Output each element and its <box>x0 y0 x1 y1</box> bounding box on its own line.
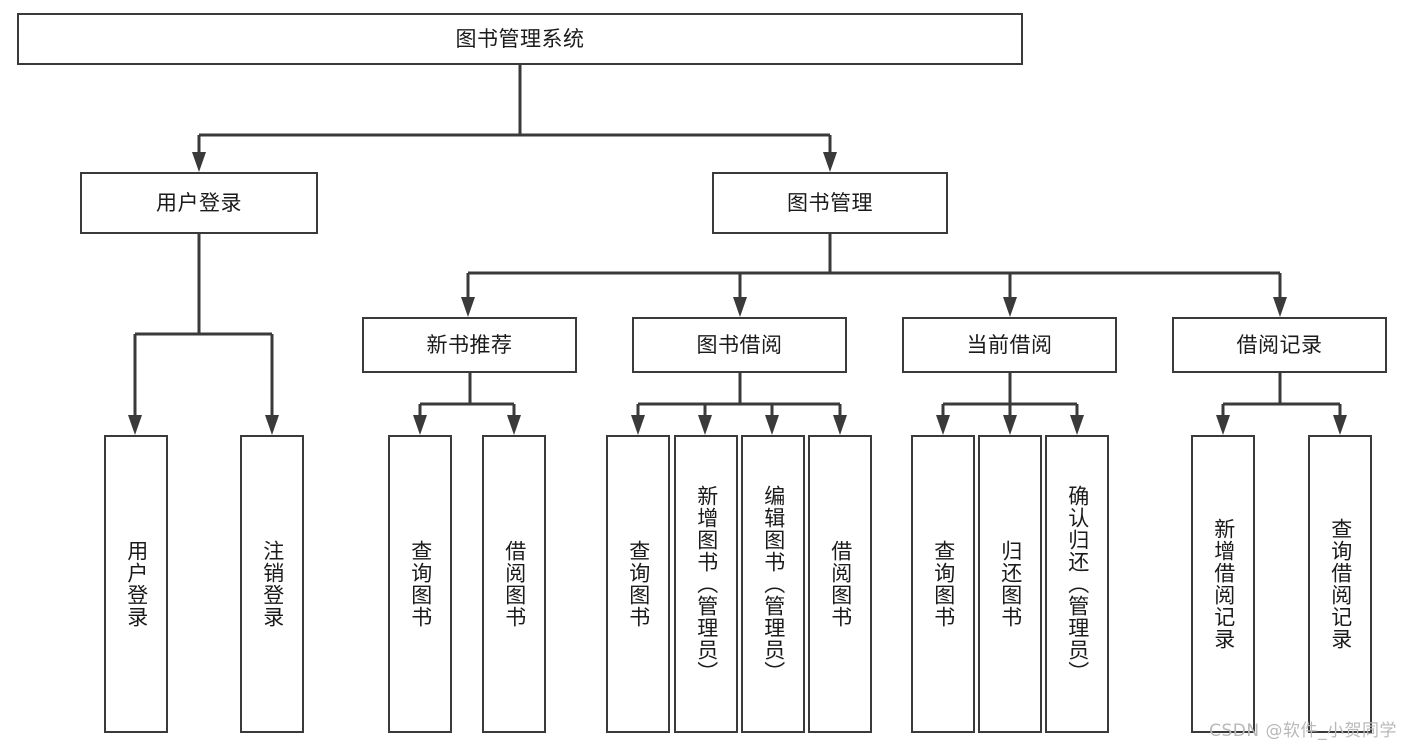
node-leaf-add-record[interactable]: 新增借阅记录 <box>1191 435 1255 733</box>
edge-borrow-record-arrow-1-head <box>1333 415 1347 435</box>
node-book-manage[interactable]: 图书管理 <box>712 172 948 234</box>
node-label: 当前借阅 <box>966 332 1053 357</box>
node-leaf-query-book-2[interactable]: 查询图书 <box>606 435 670 733</box>
node-label: 查询图书 <box>931 540 956 628</box>
edge-book-borrow-arrow-0-head <box>631 415 645 435</box>
node-leaf-query-record[interactable]: 查询借阅记录 <box>1308 435 1372 733</box>
node-new-book-recommend[interactable]: 新书推荐 <box>362 317 577 373</box>
node-root[interactable]: 图书管理系统 <box>17 13 1023 65</box>
edge-book-borrow-arrow-3-head <box>833 415 847 435</box>
node-leaf-query-book-1[interactable]: 查询图书 <box>388 435 452 733</box>
node-leaf-return-book[interactable]: 归还图书 <box>978 435 1042 733</box>
node-label: 编辑图书（管理员） <box>761 485 786 683</box>
node-label: 图书管理系统 <box>455 26 585 51</box>
node-leaf-confirm-return[interactable]: 确认归还（管理员） <box>1045 435 1109 733</box>
edge-book-borrow-arrow-2-head <box>765 415 779 435</box>
edge-userlogin-arrow-0-head <box>128 415 142 435</box>
node-label: 借阅图书 <box>502 540 527 628</box>
node-leaf-user-login[interactable]: 用户登录 <box>104 435 168 733</box>
node-label: 归还图书 <box>998 540 1023 628</box>
edge-current-borrow-arrow-0-head <box>936 415 950 435</box>
node-label: 借阅图书 <box>828 540 853 628</box>
node-leaf-edit-book[interactable]: 编辑图书（管理员） <box>741 435 805 733</box>
node-label: 新增借阅记录 <box>1211 518 1236 650</box>
edge-root-arrow-1-head <box>823 152 837 172</box>
node-label: 确认归还（管理员） <box>1065 485 1090 683</box>
node-label: 用户登录 <box>156 190 242 215</box>
node-leaf-logout[interactable]: 注销登录 <box>240 435 304 733</box>
edge-bookmanage-arrow-3-head <box>1273 297 1287 317</box>
edge-userlogin-arrow-1-head <box>265 415 279 435</box>
node-label: 借阅记录 <box>1236 332 1323 357</box>
node-label: 查询图书 <box>408 540 433 628</box>
node-leaf-borrow-book-2[interactable]: 借阅图书 <box>808 435 872 733</box>
node-user-login[interactable]: 用户登录 <box>80 172 318 234</box>
edge-new-book-recommend-arrow-0-head <box>413 415 427 435</box>
edge-book-borrow-arrow-1-head <box>698 415 712 435</box>
node-label: 查询图书 <box>626 540 651 628</box>
node-label: 注销登录 <box>260 540 285 628</box>
csdn-watermark: CSDN @软件_小贺同学 <box>1209 721 1397 741</box>
edge-new-book-recommend-arrow-1-head <box>507 415 521 435</box>
node-label: 新书推荐 <box>426 332 513 357</box>
edge-current-borrow-arrow-2-head <box>1070 415 1084 435</box>
edge-bookmanage-arrow-2-head <box>1003 297 1017 317</box>
node-label: 图书管理 <box>787 190 873 215</box>
node-label: 用户登录 <box>124 540 149 628</box>
node-borrow-record[interactable]: 借阅记录 <box>1172 317 1387 373</box>
node-label: 图书借阅 <box>696 332 783 357</box>
edge-bookmanage-arrow-0-head <box>461 297 475 317</box>
node-label: 查询借阅记录 <box>1328 518 1353 650</box>
node-label: 新增图书（管理员） <box>694 485 719 683</box>
node-book-borrow[interactable]: 图书借阅 <box>632 317 847 373</box>
edge-current-borrow-arrow-1-head <box>1003 415 1017 435</box>
node-leaf-borrow-book-1[interactable]: 借阅图书 <box>482 435 546 733</box>
node-current-borrow[interactable]: 当前借阅 <box>902 317 1117 373</box>
node-leaf-query-book-3[interactable]: 查询图书 <box>911 435 975 733</box>
node-leaf-add-book[interactable]: 新增图书（管理员） <box>674 435 738 733</box>
edge-bookmanage-arrow-1-head <box>733 297 747 317</box>
edge-borrow-record-arrow-0-head <box>1216 415 1230 435</box>
edge-root-arrow-0-head <box>192 152 206 172</box>
